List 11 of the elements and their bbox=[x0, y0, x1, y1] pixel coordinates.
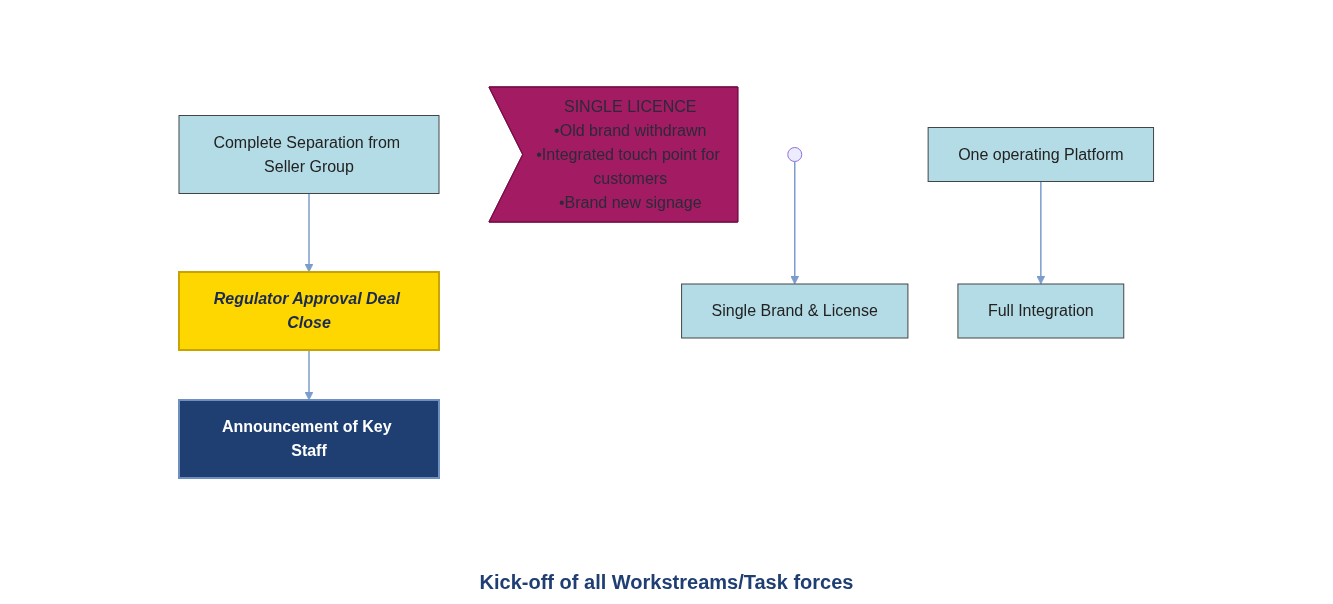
node-box: Complete Separation from Seller Group bbox=[178, 115, 440, 194]
arrow bbox=[1036, 180, 1046, 285]
node-box: Full Integration bbox=[957, 283, 1125, 339]
node-box: Single Brand & License bbox=[681, 283, 909, 339]
arrow bbox=[304, 192, 314, 273]
arrow bbox=[304, 349, 314, 401]
arrow bbox=[790, 160, 800, 285]
node-box: One operating Platform bbox=[927, 127, 1155, 182]
node-box: Announcement of Key Staff bbox=[178, 399, 441, 479]
node-box: Regulator Approval Deal Close bbox=[178, 271, 441, 351]
timeline-caption: Kick-off of all Workstreams/Task forces bbox=[479, 571, 854, 594]
